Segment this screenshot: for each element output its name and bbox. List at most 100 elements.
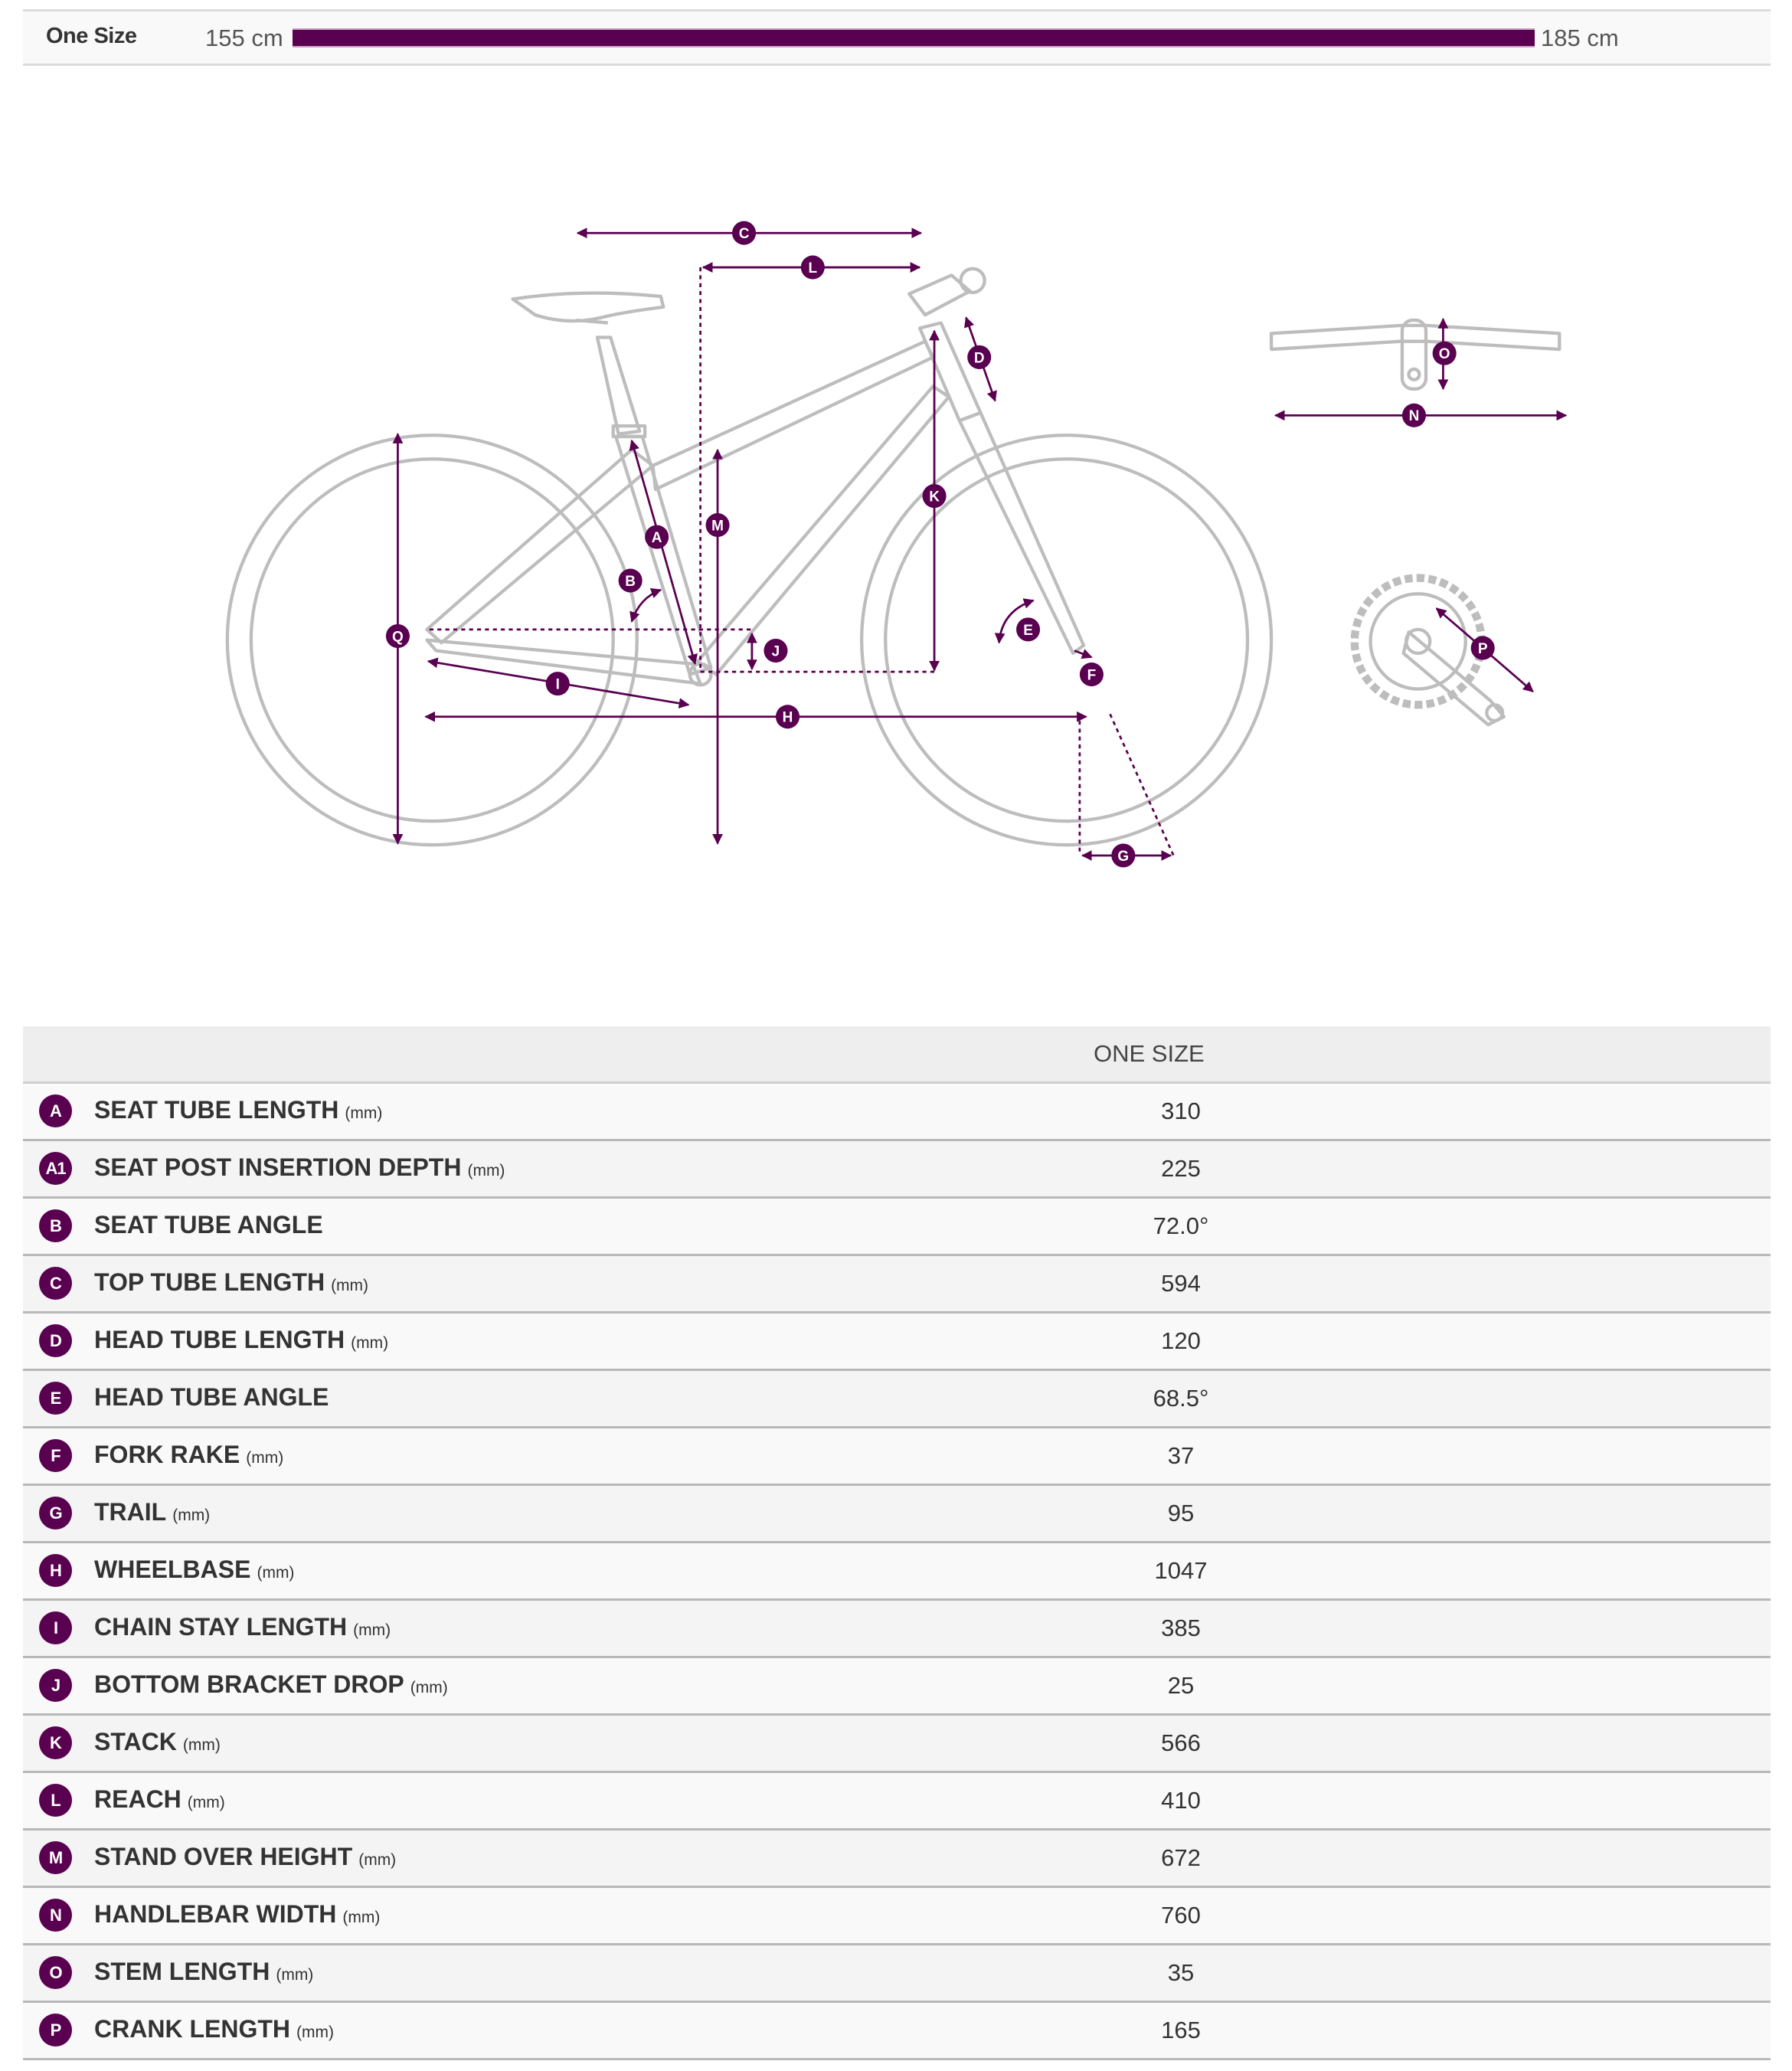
row-label: WHEELBASE (mm) (94, 1556, 294, 1584)
row-label: HEAD TUBE LENGTH (mm) (94, 1326, 388, 1354)
measurement-unit: (mm) (342, 1909, 381, 1926)
row-label: FORK RAKE (mm) (94, 1441, 283, 1469)
svg-text:H: H (783, 710, 793, 726)
row-value: 37 (1167, 1442, 1195, 1469)
badge-d: D (967, 345, 992, 369)
row-value: 72.0° (1153, 1212, 1209, 1239)
row-label: HANDLEBAR WIDTH (mm) (94, 1900, 380, 1929)
measurement-name: SEAT POST INSERTION DEPTH (94, 1153, 462, 1181)
badge-g: G (1111, 843, 1136, 868)
row-badge: I (39, 1611, 72, 1644)
row-value: 672 (1161, 1844, 1201, 1871)
measurement-name: HEAD TUBE ANGLE (94, 1383, 329, 1411)
row-value: 165 (1161, 2017, 1201, 2043)
row-value: 594 (1161, 1270, 1201, 1297)
measurement-name: TRAIL (94, 1498, 167, 1526)
measurement-unit: (mm) (257, 1564, 295, 1582)
row-value: 25 (1167, 1672, 1195, 1699)
row-badge: H (39, 1554, 72, 1587)
measurement-unit: (mm) (187, 1794, 225, 1811)
row-value: 225 (1161, 1155, 1201, 1182)
row-label: SEAT TUBE LENGTH(mm) (94, 1096, 382, 1124)
svg-text:J: J (772, 643, 780, 659)
row-badge: J (39, 1669, 72, 1702)
row-label: REACH (mm) (94, 1785, 225, 1814)
badge-f: F (1079, 663, 1104, 687)
row-label: STACK(mm) (94, 1728, 221, 1756)
row-label: SEAT POST INSERTION DEPTH(mm) (94, 1153, 505, 1182)
row-value: 410 (1161, 1787, 1201, 1814)
size-min-height: 155 cm (205, 25, 283, 51)
measurement-name: WHEELBASE (94, 1556, 251, 1583)
row-label: TRAIL (mm) (94, 1498, 210, 1526)
row-badge: D (39, 1324, 72, 1357)
row-badge: E (39, 1382, 72, 1415)
size-range-bar: One Size 155 cm 185 cm (23, 9, 1771, 66)
row-badge: P (39, 2014, 72, 2046)
table-row: B SEAT TUBE ANGLE 72.0° (23, 1199, 1771, 1256)
row-badge: B (39, 1209, 72, 1242)
svg-text:F: F (1087, 667, 1097, 683)
row-value: 35 (1167, 1959, 1195, 1986)
measurement-unit: (mm) (172, 1507, 211, 1524)
row-badge: C (39, 1267, 72, 1300)
row-label: STEM LENGTH (mm) (94, 1958, 313, 1986)
row-label: CHAIN STAY LENGTH(mm) (94, 1613, 391, 1641)
measurement-name: REACH (94, 1785, 181, 1813)
svg-text:K: K (929, 489, 940, 505)
front-wheel (859, 434, 1274, 847)
row-badge: N (39, 1899, 72, 1932)
svg-text:O: O (1439, 346, 1450, 362)
svg-text:G: G (1117, 849, 1129, 865)
size-name: One Size (46, 24, 137, 48)
measurement-name: HANDLEBAR WIDTH (94, 1900, 337, 1928)
badge-j: J (764, 638, 788, 663)
measurement-unit: (mm) (246, 1449, 284, 1467)
table-row: N HANDLEBAR WIDTH (mm) 760 (23, 1888, 1771, 1945)
measurement-unit: (mm) (358, 1851, 397, 1869)
badge-a: A (645, 525, 669, 549)
badge-i: I (545, 672, 570, 696)
measurement-name: SEAT TUBE ANGLE (94, 1211, 323, 1238)
measurement-name: FORK RAKE (94, 1441, 240, 1468)
svg-text:C: C (739, 226, 750, 242)
row-value: 760 (1161, 1902, 1201, 1929)
table-row: L REACH (mm) 410 (23, 1773, 1771, 1831)
measurement-name: HEAD TUBE LENGTH (94, 1326, 345, 1353)
badge-n: N (1401, 403, 1426, 427)
row-badge: L (39, 1784, 72, 1817)
row-value: 385 (1161, 1615, 1201, 1641)
table-row: I CHAIN STAY LENGTH(mm) 385 (23, 1601, 1771, 1658)
row-value: 310 (1161, 1098, 1201, 1124)
badge-k: K (922, 484, 947, 509)
measurement-unit: (mm) (276, 1966, 314, 1984)
measurement-name: TOP TUBE LENGTH (94, 1268, 325, 1296)
bike-frame-drawing (225, 267, 1561, 847)
badge-e: E (1016, 617, 1041, 642)
measurement-name: STEM LENGTH (94, 1958, 270, 1985)
measurement-name: SEAT TUBE LENGTH (94, 1096, 339, 1124)
badge-m: M (705, 513, 730, 538)
dimension-badges: A B C D E F G H I J K L M N O P Q (385, 221, 1495, 868)
svg-text:E: E (1023, 623, 1033, 639)
svg-text:L: L (808, 260, 817, 276)
row-badge: A (39, 1094, 72, 1127)
badge-o: O (1432, 341, 1457, 365)
row-badge: O (39, 1956, 72, 1989)
size-max-height: 185 cm (1541, 25, 1619, 51)
row-badge: G (39, 1497, 72, 1530)
badge-l: L (800, 255, 825, 280)
badge-c: C (732, 221, 757, 245)
row-label: CRANK LENGTH(mm) (94, 2015, 334, 2043)
row-badge: F (39, 1439, 72, 1472)
measurement-unit: (mm) (351, 1334, 389, 1352)
svg-text:A: A (652, 530, 662, 546)
table-row: O STEM LENGTH (mm) 35 (23, 1945, 1771, 2003)
